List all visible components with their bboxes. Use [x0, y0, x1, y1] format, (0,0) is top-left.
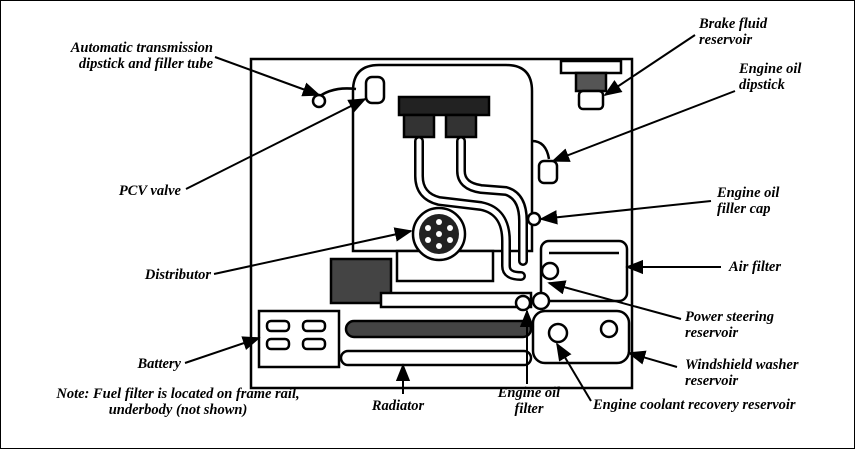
label-distributor: Distributor [144, 267, 211, 283]
washer-reservoir-shape [531, 309, 631, 365]
label-pcv-valve: PCV valve [118, 183, 181, 199]
label-engine-oil-dipstick: Engine oil dipstick [739, 61, 802, 93]
power-steering-shape [531, 291, 551, 311]
transmission-dipstick-tube [311, 75, 386, 109]
label-power-steering: Power steering reservoir [685, 309, 775, 341]
label-radiator: Radiator [371, 398, 425, 414]
label-engine-coolant-reservoir: Engine coolant recovery reservoir [593, 397, 796, 413]
radiator-shape [339, 294, 533, 367]
label-brake-fluid-reservoir: Brake fluid reservoir [699, 16, 768, 48]
leader-lines [184, 34, 736, 402]
label-engine-oil-filter: Engine oil filter [497, 385, 561, 417]
battery-shape [257, 309, 341, 369]
engine-compartment-outline [249, 57, 634, 390]
label-fuel-filter-note: Note: Fuel filter is located on frame ra… [56, 386, 300, 418]
label-air-filter: Air filter [729, 259, 781, 275]
oil-filler-cap-shape [526, 211, 542, 227]
brake-fluid-reservoir-shape [559, 59, 623, 111]
label-windshield-washer: Windshield washer reservoir [685, 357, 799, 389]
label-engine-oil-filler-cap: Engine oil filler cap [717, 185, 780, 217]
oil-dipstick-shape [531, 139, 559, 185]
label-auto-trans-dipstick: Automatic transmission dipstick and fill… [70, 40, 213, 72]
distributor-cap [411, 206, 467, 262]
label-battery: Battery [137, 356, 182, 372]
engine-block [329, 63, 534, 309]
